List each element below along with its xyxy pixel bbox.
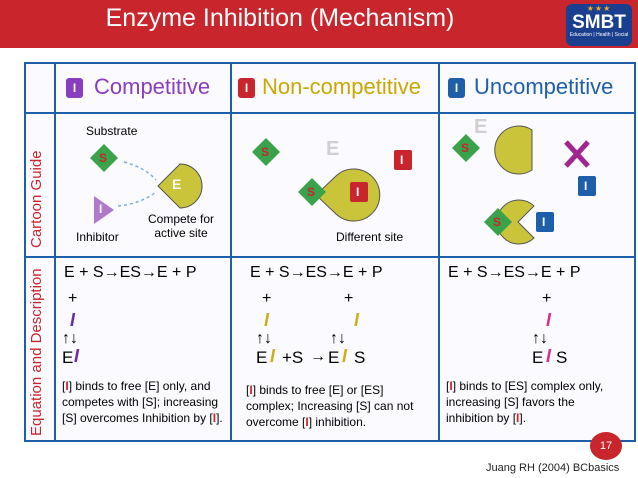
noncompetitive-substrate-letter: S	[261, 145, 270, 159]
competitive-inhibitor-symbol: I	[70, 310, 76, 330]
competitive-equilibrium-arrow-icon: ↑↓	[62, 330, 78, 347]
competitive-inhibitor-letter: I	[99, 202, 103, 216]
uncompetitive-eis-e: E	[532, 348, 544, 367]
noncompetitive-eis-e: E	[256, 348, 268, 367]
desc-noncompetitive-text: ] binds to free [E] or [ES] complex; Inc…	[246, 383, 414, 429]
noncompetitive-enzyme-shape	[315, 168, 381, 222]
uncompetitive-inhibitor-free-letter: I	[584, 179, 588, 193]
competitive-ei-e: E	[62, 348, 74, 367]
uncompetitive-inhibitor-symbol: I	[546, 310, 552, 330]
noncompetitive-inhibitor-symbol-left: I	[264, 310, 270, 330]
competitive-plus: +	[68, 290, 78, 307]
compete-label: Compete for active site	[148, 212, 215, 240]
uncompetitive-substrate-letter: S	[461, 141, 470, 155]
noncompetitive-inhibitor-bound-shape	[350, 182, 368, 202]
desc-noncompetitive-mark: I	[249, 383, 253, 397]
uncompetitive-equilibrium-arrow-icon: ↑↓	[532, 330, 548, 347]
different-site-label: Different site	[336, 230, 404, 244]
credit-line: Juang RH (2004) BCbasics	[486, 462, 620, 474]
competitive-chip-icon: I	[66, 78, 83, 98]
uncompetitive-chip-icon: I	[448, 78, 465, 98]
uncompetitive-inhibitor-bound-shape	[536, 212, 554, 232]
noncompetitive-inhibitor-top-letter: I	[400, 153, 404, 167]
noncompetitive-equilibrium-arrow-right-icon: ↑↓	[330, 330, 346, 347]
noncompetitive-eis-arrow-icon: →	[310, 348, 326, 365]
noncompetitive-eis2-s: S	[354, 348, 366, 367]
uncompetitive-cross-icon	[564, 140, 590, 168]
desc-uncompetitive-pre: [	[446, 379, 450, 393]
uncompetitive-bound-substrate-shape	[484, 208, 512, 236]
noncompetitive-inhibitor-bound-letter: I	[356, 185, 360, 199]
desc-uncompetitive-text: ] binds to [ES] complex only, increasing…	[446, 379, 604, 425]
noncompetitive-plus-right: +	[344, 290, 354, 307]
uncompetitive-faded-enzyme-letter: E	[474, 116, 488, 138]
description-noncompetitive: [I] binds to free [E] or [ES] complex; I…	[246, 382, 432, 430]
uncompetitive-enzyme-top-shape	[494, 125, 533, 175]
competitive-ei-i: I	[74, 346, 80, 366]
uncompetitive-inhibitor-free-shape	[578, 176, 596, 196]
divider-header	[24, 112, 636, 114]
smbt-logo: ★★★ SMBT Education | Health | Social	[566, 4, 632, 46]
inhibitor-label: Inhibitor	[76, 230, 119, 244]
page-number: 17	[590, 432, 622, 460]
logo-name: SMBT	[572, 12, 626, 33]
competitive-arrow-substrate	[123, 161, 157, 181]
competitive-enzyme-letter: E	[172, 176, 182, 192]
description-uncompetitive: [I] binds to [ES] complex only, increasi…	[446, 378, 606, 426]
desc-noncompetitive-mark2: I	[305, 415, 309, 429]
desc-competitive-text: ] binds to free [E] only, and competes w…	[62, 379, 219, 425]
noncompetitive-bound-substrate-shape	[298, 178, 326, 206]
desc-competitive-mark: I	[65, 379, 69, 393]
description-competitive: [I] binds to free [E] only, and competes…	[62, 378, 226, 426]
noncompetitive-plus-left: +	[262, 290, 272, 307]
noncompetitive-chip-icon: I	[238, 78, 255, 98]
desc-noncompetitive-end: ] inhibition.	[308, 415, 367, 429]
desc-uncompetitive-mark2: I	[516, 411, 520, 425]
desc-competitive-end: ].	[216, 411, 223, 425]
title-bar	[0, 0, 638, 48]
slide-title: Enzyme Inhibition (Mechanism)	[105, 4, 455, 32]
divider-col2	[438, 62, 440, 442]
noncompetitive-substrate-shape	[252, 138, 280, 166]
uncompetitive-substrate-shape	[452, 134, 480, 162]
competitive-inhibitor-shape	[94, 196, 114, 224]
substrate-label: Substrate	[86, 124, 138, 138]
noncompetitive-eis2-i: I	[342, 346, 348, 366]
uncompetitive-plus: +	[542, 290, 552, 307]
noncompetitive-eis2-e: E	[328, 348, 340, 367]
divider-side	[54, 62, 56, 442]
desc-competitive-pre: [	[62, 379, 66, 393]
competitive-substrate-letter: S	[99, 151, 108, 165]
table-frame	[24, 62, 636, 442]
noncompetitive-bound-substrate-letter: S	[307, 185, 316, 199]
competitive-substrate-shape	[90, 144, 118, 172]
uncompetitive-eis-s: S	[556, 348, 568, 367]
equation-uncompetitive: E + S→ES→E + P	[448, 264, 581, 281]
logo-tagline: Education | Health | Social	[569, 32, 629, 38]
logo-stars-icon: ★★★	[586, 4, 612, 13]
desc-uncompetitive-end: ].	[519, 411, 527, 425]
uncompetitive-eis-i: I	[546, 346, 552, 366]
desc-noncompetitive-pre: [	[246, 383, 250, 397]
noncompetitive-inhibitor-symbol-right: I	[354, 310, 360, 330]
equation-noncompetitive: E + S→ES→E + P	[250, 264, 383, 281]
divider-equation	[24, 256, 636, 258]
noncompetitive-inhibitor-top-shape	[394, 150, 412, 170]
equation-competitive: E + S→ES→E + P	[64, 264, 197, 281]
noncompetitive-eis-plus-s: +S	[282, 348, 304, 367]
desc-competitive-mark2: I	[212, 411, 217, 425]
desc-uncompetitive-mark: I	[449, 379, 453, 393]
noncompetitive-equilibrium-arrow-left-icon: ↑↓	[256, 330, 272, 347]
noncompetitive-eis-i: I	[270, 346, 276, 366]
heading-noncompetitive: Non-competitive	[262, 74, 421, 99]
heading-competitive: Competitive	[94, 74, 211, 99]
divider-col1	[230, 62, 232, 442]
uncompetitive-bound-substrate-letter: S	[493, 215, 502, 229]
uncompetitive-inhibitor-bound-letter: I	[542, 215, 546, 229]
heading-uncompetitive: Uncompetitive	[474, 74, 614, 99]
competitive-arrow-inhibitor	[117, 191, 157, 207]
noncompetitive-faded-enzyme-letter: E	[326, 138, 340, 160]
competitive-enzyme-shape	[157, 163, 203, 209]
